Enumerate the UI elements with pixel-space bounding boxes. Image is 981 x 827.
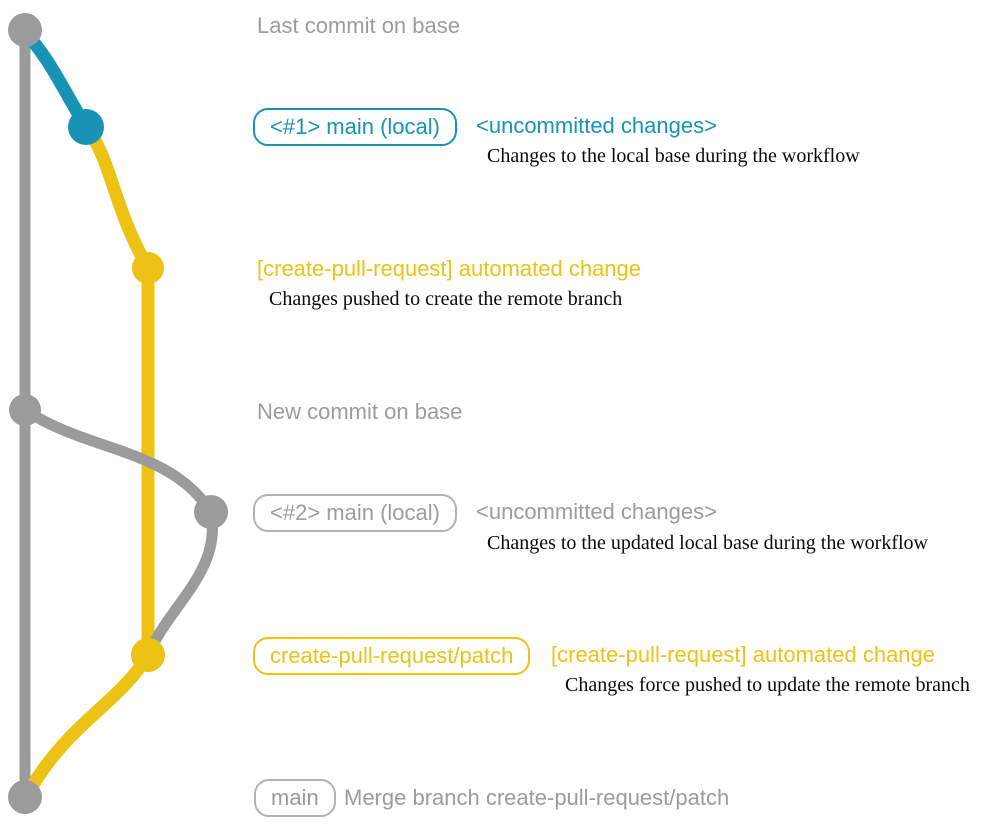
commit-local-main-2 [194,495,228,529]
automated-change-2-note: Changes force pushed to update the remot… [565,674,970,696]
new-commit-heading: New commit on base [257,399,463,424]
commit-merge [8,780,42,814]
merge-edge [20,648,155,802]
uncommitted-changes-status-1: <uncommitted changes> [476,113,717,138]
automated-change-2-label: [create-pull-request] automated change [551,642,936,667]
branch-badge-main-local-1: <#1> main (local) [253,108,457,147]
remote-branch-update-edge [143,507,218,659]
remote-branch-create-edge [79,120,155,275]
automated-change-1-note: Changes pushed to create the remote bran… [269,288,623,310]
last-commit-heading: Last commit on base [257,13,460,38]
branch-badge-main-local-2: <#2> main (local) [253,494,457,533]
branch1-note: Changes to the local base during the wor… [487,145,860,167]
branch2-note: Changes to the updated local base during… [487,532,928,554]
merge-commit-message: Merge branch create-pull-request/patch [344,785,730,810]
uncommitted-changes-status-2: <uncommitted changes> [476,499,717,524]
commit-automated-change-1 [132,252,164,284]
commit-base-new [9,394,41,426]
branch-badge-create-pull-request-patch: create-pull-request/patch [253,637,531,676]
commit-local-main-1 [68,109,104,145]
automated-change-1-label: [create-pull-request] automated change [257,256,642,281]
branch-badge-main: main [254,779,336,818]
commit-automated-change-2 [131,638,165,672]
commit-base-last [8,13,42,47]
local-main-2-edge [19,404,217,518]
